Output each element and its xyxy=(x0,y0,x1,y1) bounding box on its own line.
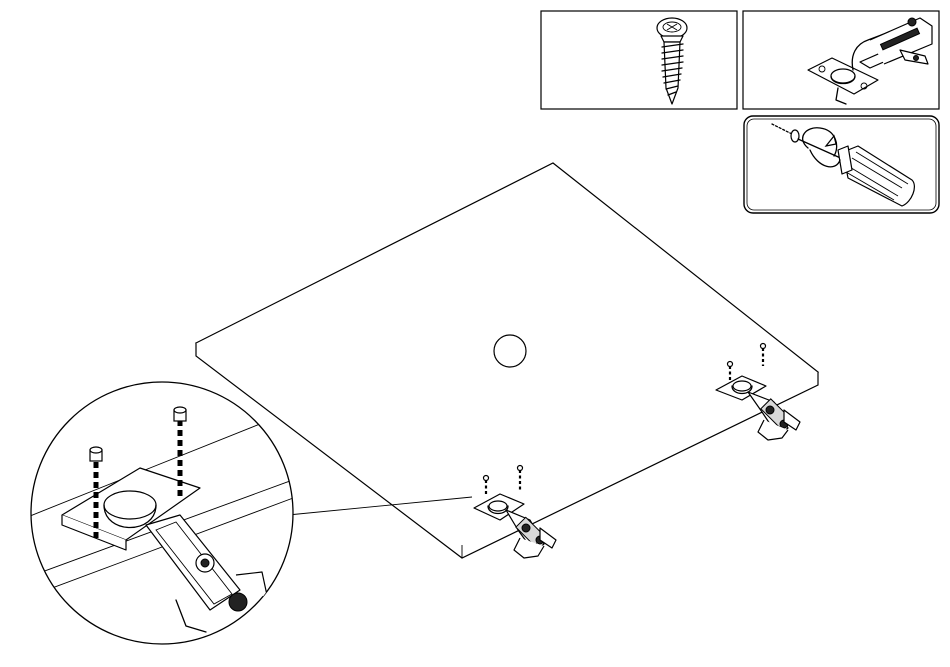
hinge-panel xyxy=(743,11,939,109)
part-marker-circle xyxy=(494,335,526,367)
screw-panel xyxy=(541,11,737,109)
screwdriver-panel xyxy=(744,116,939,213)
detail-view xyxy=(20,382,320,644)
